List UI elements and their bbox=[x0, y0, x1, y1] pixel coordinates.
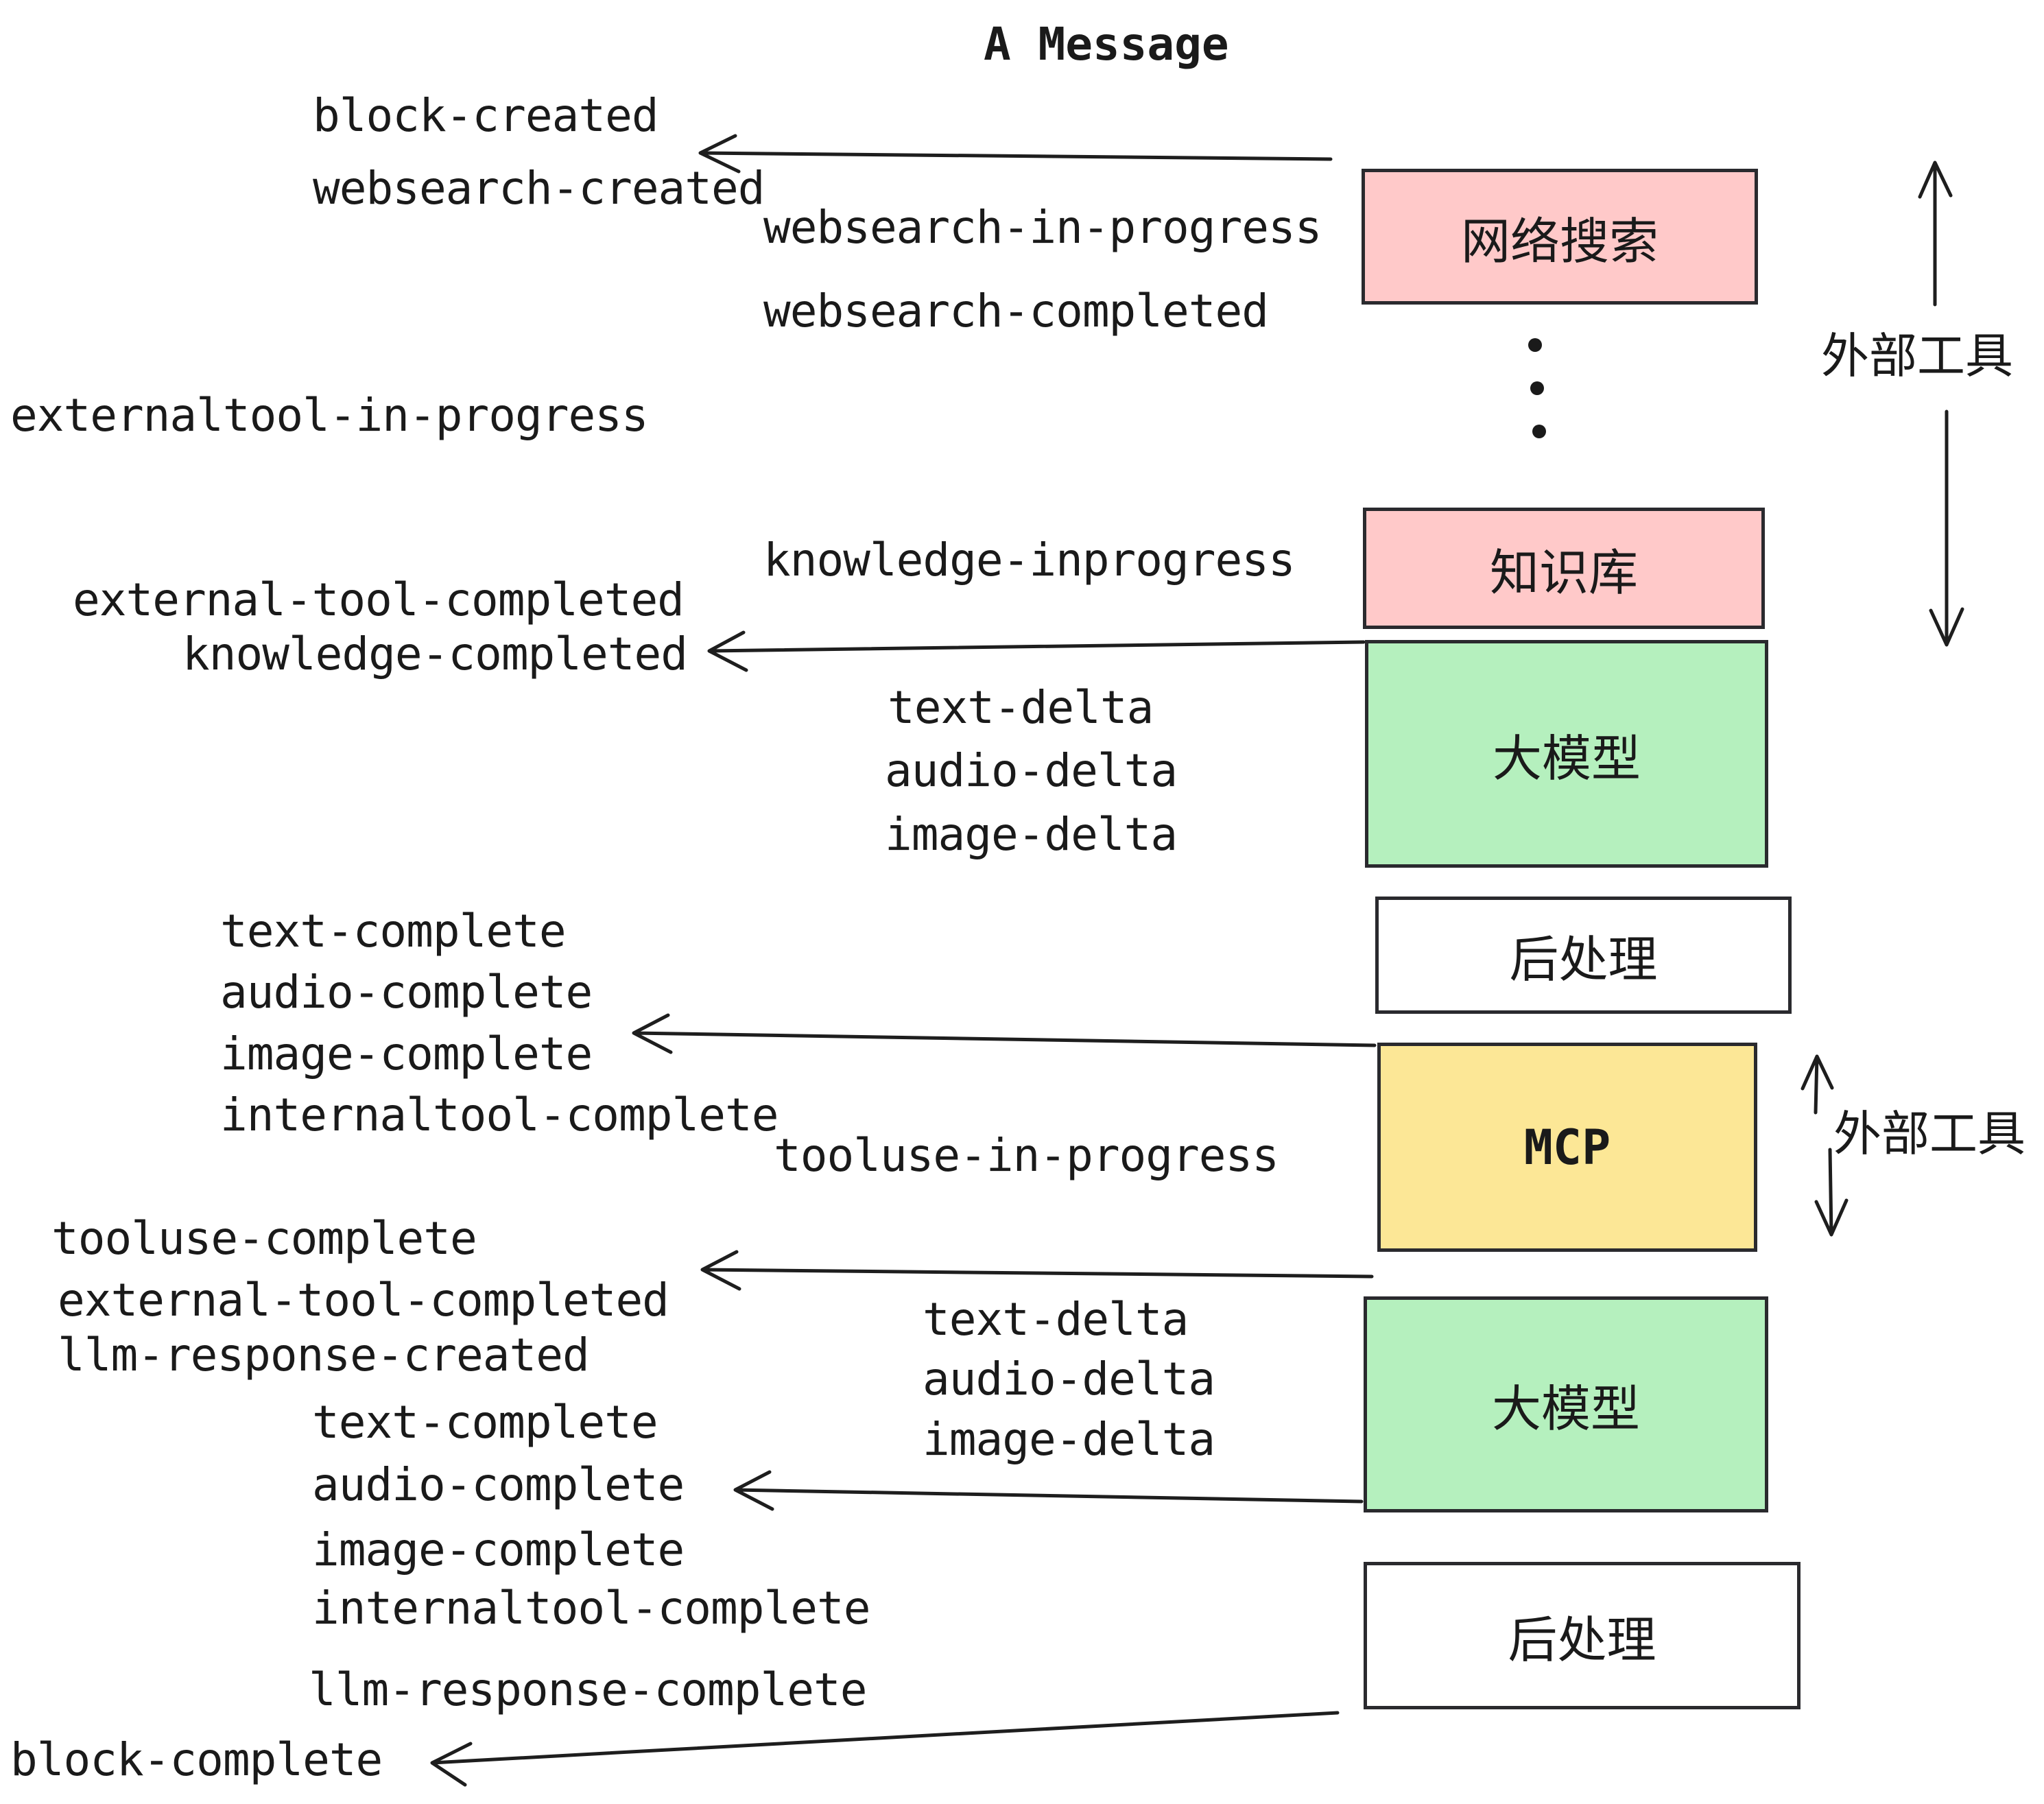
node-knowledge: 知识库 bbox=[1363, 508, 1765, 629]
label-externaltool-in-progress: externaltool-in-progress bbox=[10, 389, 649, 442]
label-websearch-completed: websearch-completed bbox=[763, 285, 1269, 337]
label-image-complete-2: image-complete bbox=[312, 1523, 685, 1576]
label-knowledge-inprogress: knowledge-inprogress bbox=[763, 534, 1296, 586]
node-postprocess-2: 后处理 bbox=[1364, 1562, 1801, 1709]
label-text-delta-1: text-delta bbox=[888, 681, 1154, 734]
arrow-internal-complete-group bbox=[632, 1013, 1377, 1054]
label-block-complete: block-complete bbox=[10, 1733, 383, 1786]
node-llm-2: 大模型 bbox=[1364, 1296, 1768, 1512]
label-external-tools-2: 外部工具 bbox=[1833, 1106, 2025, 1162]
label-audio-delta-1: audio-delta bbox=[885, 744, 1178, 797]
label-websearch-in-progress: websearch-in-progress bbox=[763, 201, 1322, 254]
arrow-complete-group-2 bbox=[733, 1470, 1364, 1511]
label-audio-delta-2: audio-delta bbox=[923, 1353, 1215, 1405]
label-websearch-created: websearch-created bbox=[313, 162, 765, 215]
arrow-external-tools-down-1 bbox=[1929, 410, 1964, 647]
label-llm-response-created: llm-response-created bbox=[58, 1329, 590, 1381]
label-text-complete-2: text-complete bbox=[312, 1396, 658, 1449]
arrow-external-tools-up-1 bbox=[1918, 161, 1953, 307]
label-llm-response-complete: llm-response-complete bbox=[309, 1663, 867, 1716]
node-llm-1: 大模型 bbox=[1365, 640, 1768, 868]
label-text-complete-1: text-complete bbox=[220, 905, 567, 958]
label-external-tools-1: 外部工具 bbox=[1821, 328, 2013, 384]
label-image-complete-1: image-complete bbox=[220, 1028, 593, 1080]
label-block-created: block-created bbox=[313, 89, 659, 142]
node-mcp: MCP bbox=[1377, 1043, 1757, 1252]
arrow-block-complete bbox=[430, 1711, 1340, 1787]
diagram-title: A Message bbox=[984, 18, 1229, 71]
arrow-external-tools-down-2 bbox=[1814, 1148, 1849, 1237]
arrow-knowledge-completed bbox=[707, 630, 1366, 672]
ellipsis-dots bbox=[1528, 338, 1546, 438]
label-image-delta-1: image-delta bbox=[885, 808, 1178, 861]
label-text-delta-2: text-delta bbox=[923, 1293, 1189, 1346]
label-audio-complete-1: audio-complete bbox=[220, 966, 593, 1019]
arrow-tooluse-complete-group bbox=[700, 1250, 1374, 1291]
label-tooluse-in-progress: tooluse-in-progress bbox=[774, 1129, 1279, 1182]
label-audio-complete-2: audio-complete bbox=[312, 1458, 685, 1511]
label-tooluse-complete: tooluse-complete bbox=[51, 1212, 477, 1265]
label-knowledge-completed: knowledge-completed bbox=[182, 628, 688, 680]
label-image-delta-2: image-delta bbox=[923, 1413, 1215, 1466]
node-postprocess-1: 后处理 bbox=[1375, 897, 1792, 1014]
label-internaltool-complete-1: internaltool-complete bbox=[220, 1089, 779, 1141]
label-external-tool-completed-2: external-tool-completed bbox=[58, 1274, 669, 1327]
label-internaltool-complete-2: internaltool-complete bbox=[312, 1582, 870, 1635]
label-external-tool-completed: external-tool-completed bbox=[73, 573, 685, 626]
node-websearch: 网络搜索 bbox=[1362, 169, 1758, 305]
arrow-block-created bbox=[698, 134, 1333, 174]
arrow-external-tools-up-2 bbox=[1801, 1054, 1834, 1115]
